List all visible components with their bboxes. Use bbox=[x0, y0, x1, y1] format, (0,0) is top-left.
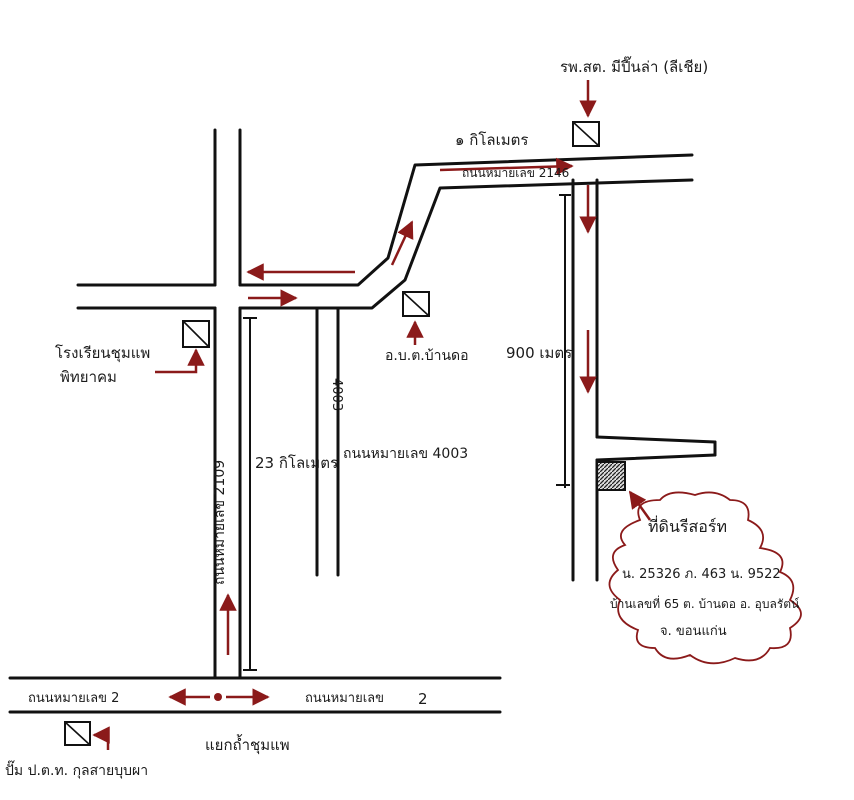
label-tambon-office: อ.บ.ต.บ้านดอ bbox=[385, 348, 469, 364]
label-gas-station: ปั๊ม ป.ต.ท. กุลสายบุบผา bbox=[5, 760, 148, 779]
road-right-vertical bbox=[571, 178, 599, 582]
road-route-2 bbox=[8, 676, 502, 714]
label-office-top: รพ.สต. มีปี๊นล่า (ลีเชีย) bbox=[560, 56, 708, 76]
site-callout-cloud bbox=[608, 491, 802, 665]
school-icon bbox=[155, 320, 210, 374]
label-route-2-right-num: 2 bbox=[418, 690, 428, 708]
label-route-2-right: ถนนหมายเลข bbox=[305, 691, 384, 706]
label-route-4003-small: 4003 bbox=[329, 378, 344, 411]
road-west-branch bbox=[76, 283, 217, 310]
label-route-2146: ถนนหมายเลข 2146 bbox=[462, 166, 569, 180]
site-line2: บ้านเลขที่ 65 ต. บ้านดอ อ. อุบลรัตน์ bbox=[610, 595, 799, 612]
site-title: ที่ดินรีสอร์ท bbox=[648, 515, 727, 536]
site-parcel-icon bbox=[596, 461, 652, 521]
road-diagonal-link bbox=[238, 153, 694, 310]
distance-marker-900m bbox=[556, 194, 571, 488]
label-route-4003: ถนนหมายเลข 4003 bbox=[343, 446, 468, 462]
label-junction: แยกถ้ำชุมแพ bbox=[205, 734, 290, 755]
road-route-2109 bbox=[213, 128, 242, 680]
label-distance-top: ๑ กิโลเมตร bbox=[455, 131, 528, 149]
label-route-2109: ถนนหมายเลข 2109 bbox=[212, 460, 228, 585]
label-school-line1: โรงเรียนชุมแพ bbox=[55, 344, 150, 363]
label-distance-right: 900 เมตร bbox=[506, 344, 572, 362]
label-distance-middle: 23 กิโลเมตร bbox=[255, 454, 338, 472]
label-route-2-left: ถนนหมายเลข 2 bbox=[28, 691, 119, 706]
label-school-line2: พิทยาคม bbox=[60, 368, 117, 386]
gas-station-icon bbox=[64, 721, 110, 750]
site-line3: จ. ขอนแก่น bbox=[660, 624, 727, 639]
route-direction-arrows bbox=[168, 157, 597, 706]
office-icon-top bbox=[572, 80, 600, 147]
distance-marker-23km bbox=[243, 317, 257, 671]
road-site-branch bbox=[595, 435, 717, 462]
site-line1: น. 25326 ภ. 463 น. 9522 bbox=[622, 567, 781, 582]
tambon-office-icon bbox=[402, 291, 430, 345]
road-route-4003 bbox=[315, 306, 340, 577]
